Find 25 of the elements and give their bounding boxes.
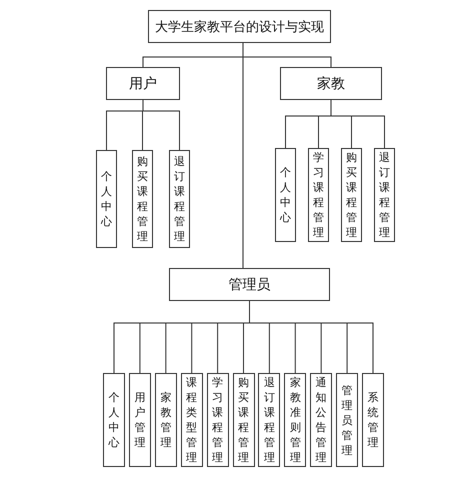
connector-line [249, 300, 374, 374]
module-box: 个人中心 [103, 373, 125, 467]
module-box: 家教 [280, 67, 382, 100]
module-box: 购买课程管理 [341, 148, 362, 242]
module-box: 用户 [106, 67, 180, 100]
module-box: 个人中心 [275, 148, 296, 242]
module-box: 退订课程管理 [374, 148, 395, 242]
module-box: 学习课程管理 [206, 373, 229, 467]
module-box: 课程类型管理 [180, 373, 203, 467]
module-box: 系统管理 [362, 373, 384, 467]
module-box: 通知公告管理 [310, 373, 332, 467]
module-box: 个人中心 [96, 150, 117, 248]
module-box: 管理员管理 [336, 373, 358, 467]
module-box: 管理员 [169, 268, 330, 301]
module-box: 家教管理 [154, 373, 177, 467]
module-box: 退订课程管理 [169, 150, 190, 248]
module-box: 购买课程管理 [232, 373, 254, 467]
title-box: 大学生家教平台的设计与实现 [148, 10, 331, 43]
connector-line [142, 100, 180, 150]
module-box: 学习课程管理 [308, 148, 329, 242]
module-box: 用户管理 [128, 373, 151, 467]
module-box: 家教准则管理 [284, 373, 306, 467]
connector-line [242, 42, 244, 268]
module-box: 购买课程管理 [132, 150, 153, 248]
module-box: 退订课程管理 [258, 373, 280, 467]
